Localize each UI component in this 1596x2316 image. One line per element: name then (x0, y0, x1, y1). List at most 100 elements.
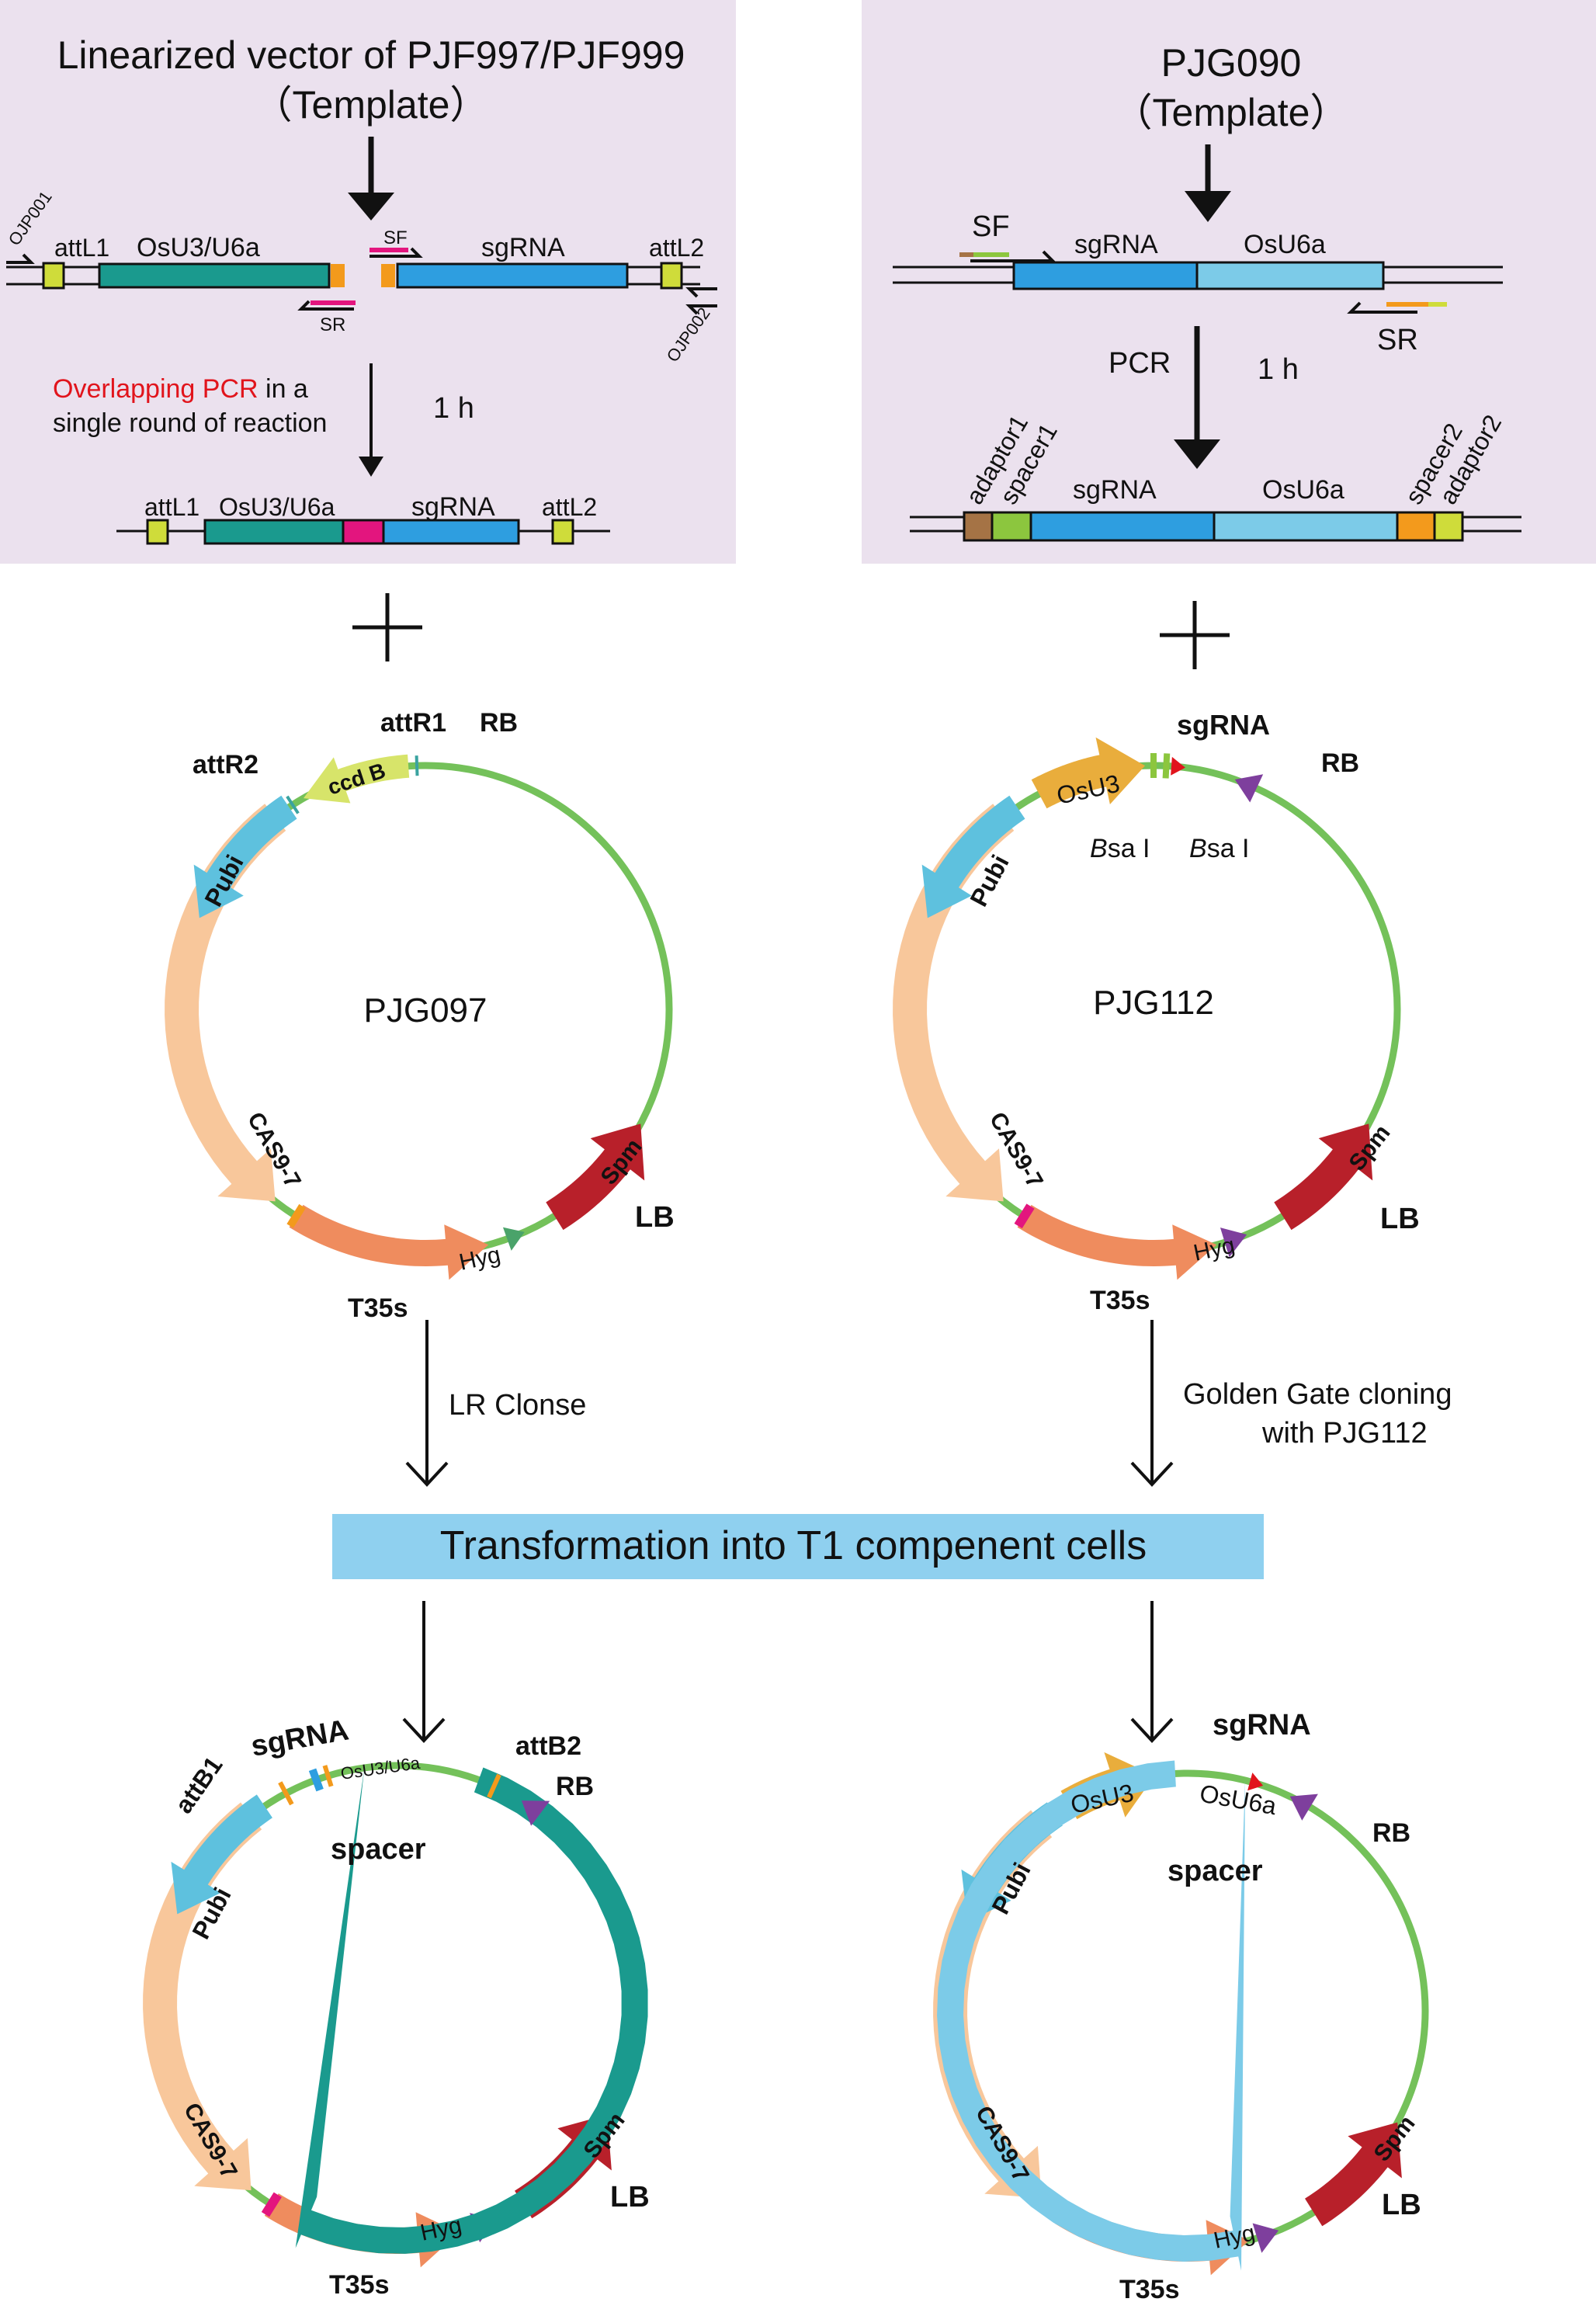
spm-arrow (1274, 1123, 1373, 1231)
right-title-line1: PJG090 (1161, 41, 1302, 85)
sr-label: SR (320, 314, 345, 335)
r-sf-arrow (970, 250, 1056, 262)
rb-marker (1234, 774, 1264, 803)
result-right-sgrna-label: sgRNA (1213, 1709, 1311, 1741)
cas9-arrow (143, 1802, 262, 2191)
p-sgrna-label: sgRNA (1073, 475, 1157, 505)
sgrna-red-marker (1171, 756, 1185, 776)
hyg-arrow (1017, 1204, 1217, 1280)
transformation-banner-text: Transformation into T1 compenent cells (440, 1523, 1147, 1568)
product-attl2-label: attL2 (542, 493, 597, 521)
t35s-marker (261, 2192, 282, 2217)
golden-gate-line2: with PJG112 (1261, 1417, 1428, 1450)
r-sf-label: SF (972, 210, 1010, 243)
t35s-marker (1014, 1203, 1035, 1229)
result-right-hyg-label: Hyg (1212, 2220, 1258, 2253)
plasmid-pjg097 (165, 754, 673, 1280)
sf-label: SF (383, 227, 408, 248)
spm-arrow (546, 1123, 645, 1231)
lr-clonse-label: LR Clonse (449, 1389, 586, 1422)
left-title-line1: Linearized vector of PJF997/PJF999 (57, 33, 685, 77)
result-right-lb-label: LB (1382, 2189, 1421, 2221)
pubi-arrow (193, 795, 297, 918)
primer-ojp001-arrow (6, 253, 35, 264)
plus-sign-left (352, 593, 422, 661)
p-osu6a-label: OsU6a (1262, 475, 1344, 505)
left-time-label: 1 h (433, 392, 474, 425)
result-left-rb-label: RB (556, 1772, 594, 1801)
pjg112-t35s-label: T35s (1090, 1286, 1150, 1315)
right-down-arrowhead (1185, 191, 1231, 222)
attr1-marker (415, 755, 419, 776)
sgrna-block (396, 262, 629, 289)
right-template-construct: sgRNA OsU6a SF SR (893, 210, 1503, 356)
pjg112-lb-label: LB (1380, 1203, 1420, 1235)
r-sgrna-block (1012, 261, 1199, 290)
right-final-arrowhead (1130, 1717, 1174, 1743)
p-spacer2-box (1396, 511, 1436, 542)
pubi-arrow (171, 1794, 272, 1915)
attl1-label: attL1 (54, 234, 109, 262)
product-sgrna-label: sgRNA (411, 492, 495, 522)
sr-arrow (297, 300, 354, 311)
attr2-marker (286, 795, 300, 814)
product-attl1-box (146, 519, 169, 545)
r-osu6a-label: OsU6a (1244, 230, 1326, 259)
lb-marker (1220, 1227, 1247, 1258)
golden-gate-line1: Golden Gate cloning (1183, 1378, 1452, 1411)
result-left-lb-label: LB (610, 2181, 650, 2214)
p-osu6a-block (1213, 511, 1399, 542)
left-final-arrowhead (402, 1717, 446, 1743)
overlapping-pcr-line2: single round of reaction (53, 408, 327, 438)
spacer-marker (322, 1765, 334, 1787)
lb-marker (1252, 2223, 1279, 2253)
primer-ojp002-arrow2 (685, 304, 717, 315)
p-adaptor1-box (963, 511, 994, 542)
attl2-label: attL2 (649, 234, 704, 262)
p-spacer1-box (991, 511, 1032, 542)
result-left-t35s-label: T35s (329, 2270, 390, 2300)
product-attl2-box (551, 519, 574, 545)
r-pcr-label: PCR (1109, 347, 1171, 380)
rb-marker (521, 1800, 550, 1826)
osu3-u6a-label: OsU3/U6a (137, 233, 260, 262)
plasmid-pjg112 (893, 737, 1401, 1280)
r-sr-label: SR (1377, 324, 1418, 356)
bsai-green-marker-2 (1162, 753, 1171, 779)
attl2-box (660, 262, 683, 290)
transformation-banner (332, 1514, 1264, 1579)
cas9-arrow (165, 804, 286, 1202)
osu3-arrow (1031, 737, 1146, 809)
lr-arrowhead (405, 1461, 449, 1487)
result-right-rb-label: RB (1372, 1818, 1410, 1848)
sgrna-label: sgRNA (481, 233, 565, 262)
pjg112-rb-label: RB (1321, 748, 1359, 778)
pjg097-rb-label: RB (480, 708, 518, 738)
right-title-line2: （Template） (1114, 91, 1349, 134)
p-adaptor2-box (1433, 511, 1464, 542)
overlap-orange-right (381, 264, 395, 287)
product-osu-block (203, 519, 345, 545)
pjg112-bsai-right: Bsa I (1189, 834, 1250, 863)
spm-arrow (1305, 2122, 1402, 2227)
overlapping-pcr-line1: Overlapping PCR in a (53, 374, 308, 404)
left-down-arrowhead (348, 193, 394, 220)
left-title-line2: （Template） (254, 83, 489, 127)
primer-ojp002-arrow (685, 287, 717, 298)
result-right-spacer-label: spacer (1168, 1855, 1263, 1887)
r-sgrna-label: sgRNA (1074, 230, 1158, 259)
left-pcr-product: attL1 OsU3/U6a sgRNA attL2 (116, 492, 610, 545)
pjg097-lb-label: LB (635, 1201, 675, 1234)
left-pcr-arrowhead (359, 457, 383, 477)
result-left-sgrna-label: sgRNA (248, 1714, 351, 1763)
result-left-attb2-label: attB2 (515, 1731, 581, 1761)
result-left-spacer-label: spacer (331, 1833, 426, 1866)
sf-arrow (370, 247, 423, 258)
product-osu-label: OsU3/U6a (219, 493, 335, 521)
result-left-osu-label: OsU3/U6a (339, 1753, 422, 1783)
attb2-marker (487, 1773, 501, 1799)
hyg-arrow (289, 1204, 489, 1280)
product-sgrna-block (382, 519, 520, 545)
sgrna-red-marker (1247, 1773, 1264, 1791)
